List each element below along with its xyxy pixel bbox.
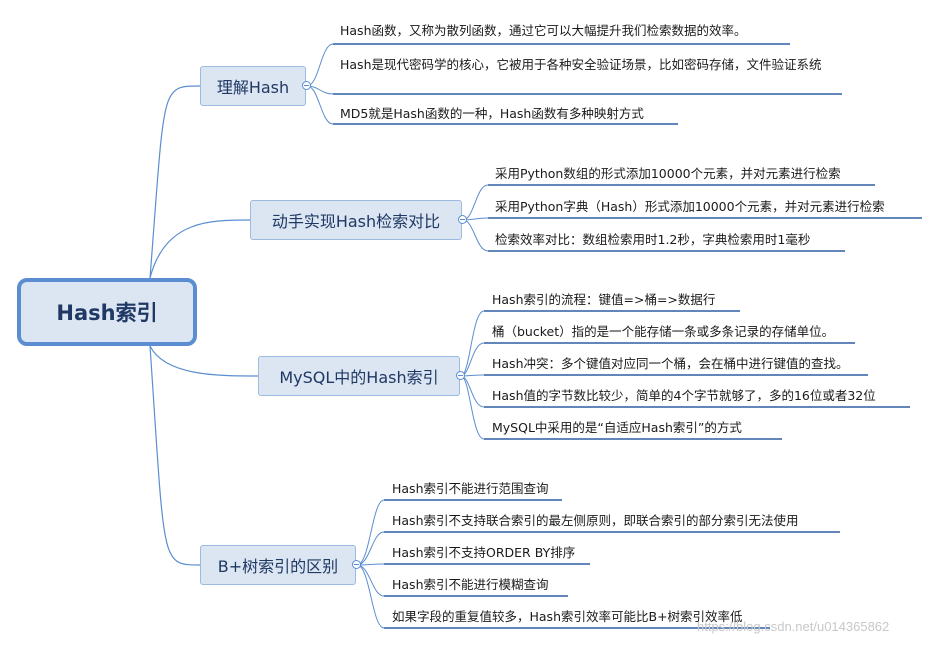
leaf-text: 采用Python数组的形式添加10000个元素，并对元素进行检索 [495, 166, 841, 181]
leaf-text: Hash是现代密码学的核心，它被用于各种安全验证场景，比如密码存储，文件验证系统 [340, 57, 822, 72]
leaf-text: 如果字段的重复值较多，Hash索引效率可能比B+树索引效率低 [392, 609, 743, 624]
collapse-toggle-icon[interactable] [458, 215, 467, 224]
leaf-text: Hash索引不支持联合索引的最左侧原则，即联合索引的部分索引无法使用 [392, 513, 799, 528]
leaf-text: MySQL中采用的是“自适应Hash索引”的方式 [492, 420, 742, 435]
leaf-text: Hash索引不能进行范围查询 [392, 481, 549, 496]
collapse-toggle-icon[interactable] [352, 560, 361, 569]
root-connector [149, 85, 201, 279]
leaf-connector [356, 564, 385, 597]
leaf-text: 采用Python字典（Hash）形式添加10000个元素，并对元素进行检索 [495, 199, 885, 214]
leaf-connector [356, 499, 385, 566]
collapse-toggle-icon[interactable] [456, 371, 465, 380]
leaf-text: Hash索引不能进行模糊查询 [392, 577, 549, 592]
leaf-text: Hash索引不支持ORDER BY排序 [392, 545, 576, 560]
leaf-text: 桶（bucket）指的是一个能存储一条或多条记录的存储单位。 [492, 324, 835, 339]
branch-node-btree-diff[interactable]: B+树索引的区别 [200, 545, 356, 585]
branch-node-mysql-hash[interactable]: MySQL中的Hash索引 [258, 356, 460, 396]
branch-node-hash-compare[interactable]: 动手实现Hash检索对比 [250, 200, 462, 240]
collapse-toggle-icon[interactable] [302, 81, 311, 90]
leaf-text: Hash值的字节数比较少，简单的4个字节就够了，多的16位或者32位 [492, 388, 876, 403]
leaf-connector [460, 342, 485, 377]
leaf-connector [306, 85, 334, 125]
leaf-text: Hash函数，又称为散列函数，通过它可以大幅提升我们检索数据的效率。 [340, 23, 747, 38]
leaf-text: Hash冲突：多个键值对应同一个桶，会在桶中进行键值的查找。 [492, 356, 849, 371]
branch-node-understand-hash[interactable]: 理解Hash [200, 66, 306, 106]
leaf-connector [462, 184, 489, 221]
leaf-connector [356, 564, 385, 629]
leaf-connector [460, 375, 485, 440]
root-connector [149, 345, 201, 566]
root-connector [149, 219, 251, 279]
root-node[interactable]: Hash索引 [17, 278, 197, 346]
leaf-text: MD5就是Hash函数的一种，Hash函数有多种映射方式 [340, 106, 644, 121]
leaf-connector [306, 43, 334, 87]
root-connector [149, 345, 259, 377]
leaf-text: 检索效率对比：数组检索用时1.2秒，字典检索用时1毫秒 [495, 232, 811, 247]
leaf-connector [356, 531, 385, 566]
watermark: https://blog.csdn.net/u014365862 [697, 619, 890, 634]
leaf-connector [462, 219, 489, 252]
leaf-text: Hash索引的流程：键值=>桶=>数据行 [492, 292, 716, 307]
